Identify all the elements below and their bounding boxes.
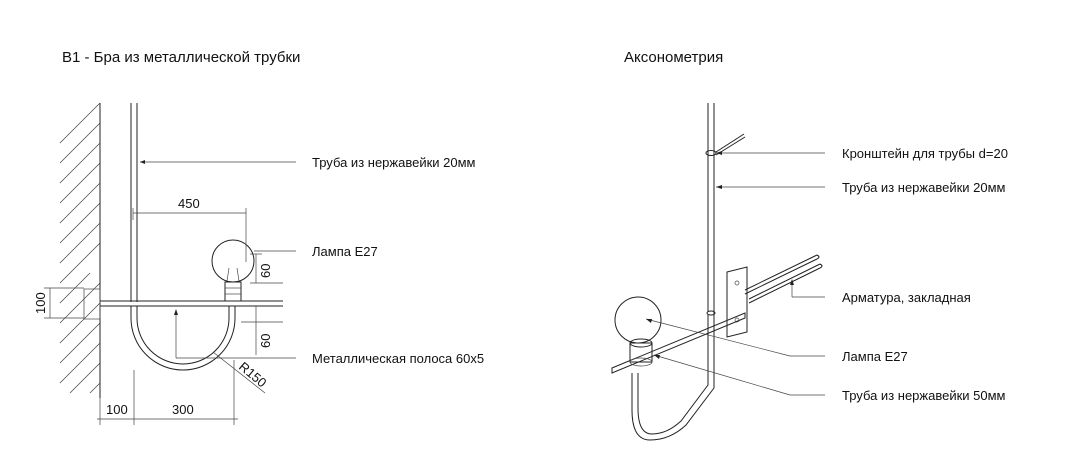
dimension-60-upper: 60 [250,253,283,284]
dimension-label-450: 450 [178,196,200,211]
axo-rebar [744,254,823,304]
u-bent-pipe [130,306,236,371]
lamp-socket [224,281,242,302]
label-pipe-20mm: Труба из нержавейки 20мм [312,155,476,170]
dimension-60-lower: 60 [241,306,283,355]
lamp-bulb [211,239,255,283]
dimension-label-60-upper: 60 [258,264,273,278]
dimension-label-100-bottom: 100 [106,402,128,417]
drawing-title-elevation: B1 - Бра из металлической трубки [62,49,301,66]
dimension-bottom: 100 300 [97,360,238,425]
axo-leader-pipe20: Труба из нержавейки 20мм [716,180,1006,195]
label-lamp-e27: Лампа E27 [312,244,378,259]
axo-leader-lamp: Лампа E27 [645,318,908,364]
dimension-450: 450 [132,196,247,262]
leader-metal-strip: Металлическая полоса 60x5 [174,309,484,366]
dimension-label-300: 300 [172,402,194,417]
wall-hatching [59,102,101,394]
axo-lamp-socket [629,338,653,367]
axo-label-pipe20: Труба из нержавейки 20мм [842,180,1006,195]
dimension-label-100-vertical: 100 [33,292,48,314]
axo-pipe-bracket [705,133,746,156]
wall [59,102,101,398]
axo-u-pipe [631,312,715,441]
axo-wall-plate [726,266,748,338]
axo-label-rebar: Арматура, закладная [842,290,971,305]
axo-leader-bracket: Кронштейн для трубы d=20 [716,146,1008,161]
axo-metal-strip [611,312,746,374]
axo-leader-rebar: Арматура, закладная [790,279,971,305]
axo-lamp-bulb [614,296,662,344]
axo-label-pipe50: Труба из нержавейки 50мм [842,388,1006,403]
leader-lamp: Лампа E27 [254,244,378,259]
wall-anchor-box [83,288,101,320]
axo-leader-pipe50: Труба из нержавейки 50мм [653,354,1006,403]
dimension-label-60-lower: 60 [258,334,273,348]
axo-label-lamp: Лампа E27 [842,349,908,364]
metal-strip [100,300,283,307]
axo-vertical-pipe [706,103,716,316]
axo-label-bracket: Кронштейн для трубы d=20 [842,146,1008,161]
vertical-pipe-20mm [130,103,138,302]
drawing-title-axonometry: Аксонометрия [624,49,724,66]
leader-pipe-20mm: Труба из нержавейки 20мм [140,155,476,170]
label-metal-strip: Металлическая полоса 60x5 [312,351,484,366]
dimension-100-vertical: 100 [33,287,84,319]
